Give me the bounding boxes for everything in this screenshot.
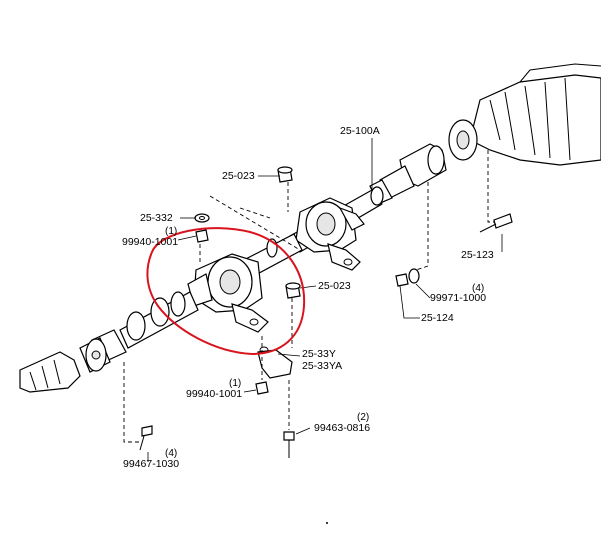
label-25-123: 25-123 xyxy=(461,249,494,261)
assembly-dashed-lines xyxy=(123,150,494,443)
label-99971-1000: 99971-1000 xyxy=(430,292,487,304)
qty-4-left: (4) xyxy=(165,448,178,459)
leader-lines xyxy=(147,138,503,462)
front-universal-joint xyxy=(79,329,127,373)
label-25-124: 25-124 xyxy=(421,312,454,324)
front-stub-shaft xyxy=(19,351,81,393)
label-25-100a: 25-100A xyxy=(340,125,380,137)
qty-1-lower: (1) xyxy=(229,378,242,389)
qty-2: (2) xyxy=(357,412,370,423)
label-25-33y: 25-33Y xyxy=(302,348,336,360)
label-99940-1001-upper: 99940-1001 xyxy=(122,236,179,248)
label-25-023-mid: 25-023 xyxy=(318,280,351,292)
label-25-33ya: 25-33YA xyxy=(302,360,343,372)
lower-center-bearing xyxy=(187,253,269,333)
stray-dot xyxy=(326,522,328,524)
upper-center-bearing xyxy=(295,197,365,271)
label-99940-1001-lower: 99940-1001 xyxy=(186,388,243,400)
highlight-circle xyxy=(146,227,306,356)
label-99467-1030: 99467-1030 xyxy=(123,458,180,470)
transmission-housing xyxy=(448,63,601,166)
label-25-023-top: 25-023 xyxy=(222,170,255,182)
qty-4-right: (4) xyxy=(472,283,485,294)
front-shaft-tube xyxy=(119,291,199,349)
label-25-332: 25-332 xyxy=(140,212,173,224)
label-99463-0816: 99463-0816 xyxy=(314,422,371,434)
qty-1-upper: (1) xyxy=(165,226,178,237)
